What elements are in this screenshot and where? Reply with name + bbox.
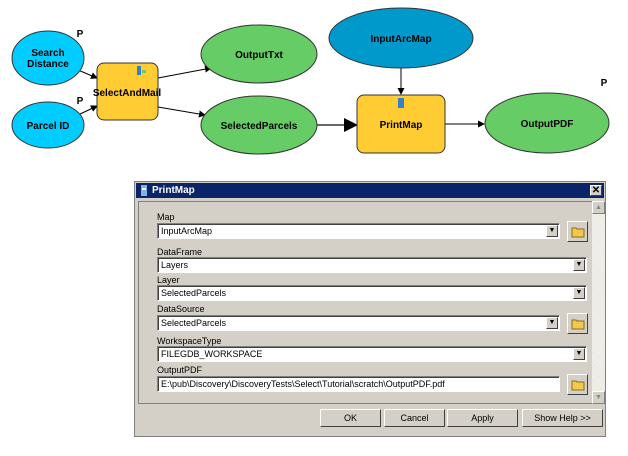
parameter-marker: P [77, 96, 84, 107]
folder-icon [571, 380, 585, 391]
browse-outputpdf-button[interactable] [567, 374, 588, 395]
script-tool-icon [398, 98, 404, 108]
node-search-distance[interactable] [11, 30, 85, 86]
model-diagram: Search Distance Parcel ID P P P SelectAn… [11, 7, 610, 155]
chevron-down-icon[interactable]: ▼ [573, 259, 585, 271]
folder-icon [571, 227, 585, 238]
close-button[interactable]: ✕ [590, 185, 602, 196]
field-label-outputpdf: OutputPDF [157, 365, 203, 375]
node-selected-parcels[interactable] [200, 95, 318, 155]
field-label-datasource: DataSource [157, 304, 205, 314]
scroll-up-button[interactable]: ▲ [592, 201, 605, 214]
map-value: InputArcMap [161, 226, 213, 236]
browse-datasource-button[interactable] [567, 313, 588, 334]
scroll-down-button[interactable]: ▼ [592, 391, 605, 404]
node-search-distance-label-1: Search [31, 48, 64, 59]
node-parcel-id-label: Parcel ID [27, 121, 70, 132]
workspacetype-combobox[interactable]: FILEGDB_WORKSPACE ▼ [157, 346, 587, 362]
parameter-marker: P [601, 78, 608, 89]
map-combobox[interactable]: InputArcMap ▼ [157, 223, 560, 239]
browse-map-button[interactable] [567, 221, 588, 242]
field-label-map: Map [157, 212, 175, 222]
node-output-pdf-label: OutputPDF [521, 119, 574, 130]
chevron-down-icon[interactable]: ▼ [573, 348, 585, 360]
dataframe-combobox[interactable]: Layers ▼ [157, 257, 587, 273]
node-print-map-label: PrintMap [380, 120, 423, 131]
field-label-workspacetype: WorkspaceType [157, 336, 222, 346]
printmap-dialog: PrintMap ✕ Map InputArcMap ▼ DataFrame La… [134, 181, 606, 437]
connectors [77, 65, 485, 132]
node-output-txt[interactable] [200, 24, 318, 84]
script-tool-icon [137, 66, 146, 75]
node-select-and-mail-label: SelectAndMail [93, 88, 162, 99]
dialog-title-bar[interactable]: PrintMap ✕ [136, 183, 604, 198]
tool-icon [141, 185, 147, 196]
vertical-scrollbar[interactable]: ▲ ▼ [592, 201, 605, 404]
node-print-map[interactable] [356, 94, 446, 154]
layer-combobox[interactable]: SelectedParcels ▼ [157, 285, 587, 301]
parameters-panel: Map InputArcMap ▼ DataFrame Layers ▼ Layer… [138, 201, 593, 404]
connector-search-distance [77, 69, 98, 79]
node-select-and-mail[interactable] [96, 62, 159, 121]
dialog-title: PrintMap [152, 185, 195, 196]
ok-button[interactable]: OK [320, 409, 381, 427]
node-output-pdf[interactable] [484, 92, 610, 154]
parameter-marker: P [77, 29, 84, 40]
datasource-combobox[interactable]: SelectedParcels ▼ [157, 315, 560, 331]
node-selected-parcels-label: SelectedParcels [221, 121, 298, 132]
field-label-dataframe: DataFrame [157, 247, 203, 257]
workspacetype-value: FILEGDB_WORKSPACE [161, 349, 263, 359]
node-input-arcmap[interactable] [328, 7, 474, 69]
connector-selected-parcels [157, 106, 206, 118]
datasource-value: SelectedParcels [161, 318, 227, 328]
chevron-down-icon[interactable]: ▼ [546, 225, 558, 237]
field-label-layer: Layer [157, 275, 180, 285]
apply-button[interactable]: Apply [447, 409, 518, 427]
cancel-button[interactable]: Cancel [384, 409, 445, 427]
connector-parcel-id [77, 105, 98, 116]
connector-output-txt [157, 65, 212, 79]
node-input-arcmap-label: InputArcMap [370, 34, 431, 45]
node-parcel-id[interactable] [11, 101, 85, 149]
outputpdf-input[interactable]: E:\pub\Discovery\DiscoveryTests\Select\T… [157, 376, 560, 392]
dataframe-value: Layers [161, 260, 189, 270]
folder-icon [571, 319, 585, 330]
chevron-down-icon[interactable]: ▼ [546, 317, 558, 329]
chevron-down-icon[interactable]: ▼ [573, 287, 585, 299]
show-help-button[interactable]: Show Help >> [522, 409, 603, 427]
layer-value: SelectedParcels [161, 288, 227, 298]
node-output-txt-label: OutputTxt [235, 50, 283, 61]
node-search-distance-label-2: Distance [27, 59, 69, 70]
